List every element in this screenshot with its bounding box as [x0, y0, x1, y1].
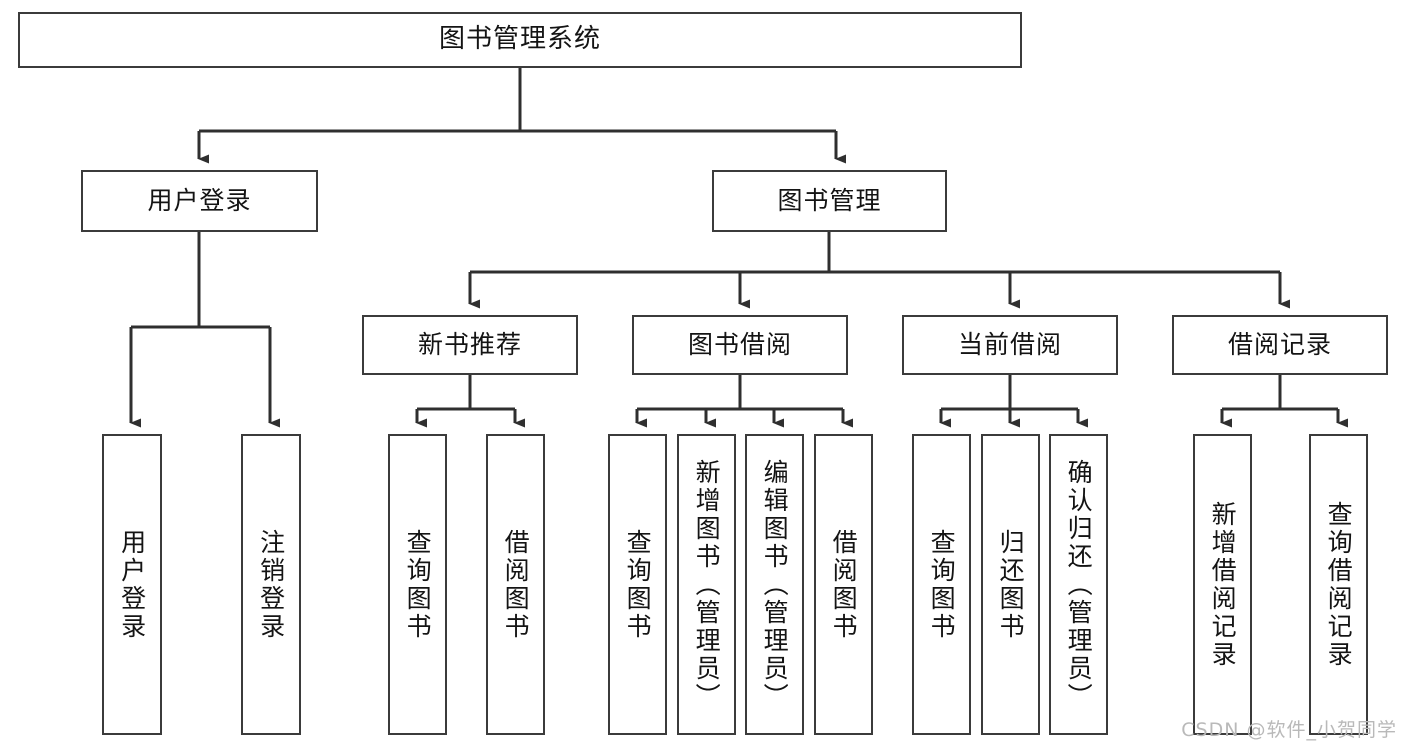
node-label: 注销登录 — [256, 528, 286, 641]
node-label: 归还图书 — [996, 528, 1026, 641]
node-label: 查询图书 — [623, 528, 653, 641]
leaf-recommend-query-book[interactable]: 查询图书 — [388, 434, 447, 735]
node-label: 图书管理 — [777, 185, 882, 215]
leaf-user-login-login[interactable]: 用户登录 — [102, 434, 162, 735]
node-label: 图书借阅 — [687, 329, 792, 359]
node-label: 借阅图书 — [829, 528, 859, 641]
leaf-current-confirm-return[interactable]: 确认归还（管理员） — [1049, 434, 1108, 735]
leaf-record-query-record[interactable]: 查询借阅记录 — [1309, 434, 1368, 735]
node-label: 查询图书 — [927, 528, 957, 641]
node-label: 查询图书 — [403, 528, 433, 641]
node-label: 借阅图书 — [501, 528, 531, 641]
leaf-borrow-borrow-book[interactable]: 借阅图书 — [814, 434, 873, 735]
leaf-record-add-record[interactable]: 新增借阅记录 — [1193, 434, 1252, 735]
node-label: 新书推荐 — [417, 329, 522, 359]
node-label: 查询借阅记录 — [1324, 500, 1354, 669]
node-root-system[interactable]: 图书管理系统 — [18, 12, 1022, 68]
leaf-current-query-book[interactable]: 查询图书 — [912, 434, 971, 735]
node-book-management[interactable]: 图书管理 — [712, 170, 947, 232]
node-label: 图书管理系统 — [438, 24, 601, 55]
node-new-book-recommend[interactable]: 新书推荐 — [362, 315, 578, 375]
node-borrow-record[interactable]: 借阅记录 — [1172, 315, 1388, 375]
node-label: 当前借阅 — [957, 329, 1062, 359]
leaf-borrow-edit-book[interactable]: 编辑图书（管理员） — [745, 434, 804, 735]
leaf-recommend-borrow-book[interactable]: 借阅图书 — [486, 434, 545, 735]
node-current-borrow[interactable]: 当前借阅 — [902, 315, 1118, 375]
node-book-borrow[interactable]: 图书借阅 — [632, 315, 848, 375]
leaf-borrow-add-book[interactable]: 新增图书（管理员） — [677, 434, 736, 735]
node-label: 新增图书（管理员） — [692, 458, 722, 711]
leaf-current-return-book[interactable]: 归还图书 — [981, 434, 1040, 735]
leaf-user-login-logout[interactable]: 注销登录 — [241, 434, 301, 735]
csdn-watermark: CSDN @软件_小贺同学 — [1181, 719, 1397, 741]
node-user-login[interactable]: 用户登录 — [81, 170, 318, 232]
leaf-borrow-query-book[interactable]: 查询图书 — [608, 434, 667, 735]
node-label: 新增借阅记录 — [1208, 500, 1238, 669]
node-label: 借阅记录 — [1227, 329, 1332, 359]
node-label: 用户登录 — [147, 185, 252, 215]
node-label: 编辑图书（管理员） — [760, 458, 790, 711]
node-label: 确认归还（管理员） — [1064, 458, 1094, 711]
node-label: 用户登录 — [117, 528, 147, 641]
